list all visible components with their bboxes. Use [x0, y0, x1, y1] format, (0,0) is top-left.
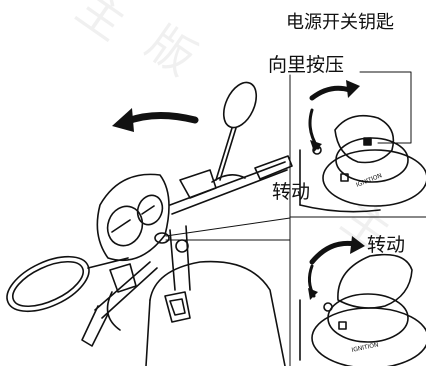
brake-lever	[211, 174, 246, 183]
tachometer	[136, 194, 164, 226]
handlebar-right	[169, 161, 286, 206]
ignition-marking-lower: IGNITION	[351, 341, 379, 354]
ignition-marking-upper: IGNITION	[355, 172, 383, 189]
handlebar-left	[94, 261, 151, 311]
turn-callout-lower: 转动	[367, 234, 406, 256]
right-grip	[254, 155, 293, 180]
left-grip	[81, 305, 109, 347]
lower-inset	[299, 236, 426, 366]
leader-line-upper	[165, 217, 291, 237]
key-marker	[363, 137, 372, 146]
off-symbol	[312, 145, 322, 155]
right-mirror	[222, 81, 258, 129]
fuel-tank	[149, 260, 286, 366]
curved-arrow-left-icon	[121, 111, 199, 126]
left-mirror	[6, 255, 90, 313]
rotate-arrow-icon-lower	[309, 240, 358, 265]
key-callout-line	[359, 71, 412, 144]
motorcycle-front	[6, 81, 293, 366]
lock-symbol-icon-lower	[338, 321, 347, 330]
fuel-cap	[164, 291, 191, 323]
lock-symbol-icon	[340, 173, 349, 182]
ignition-key-turned	[337, 253, 413, 309]
push-in-callout: 向里按压	[268, 54, 345, 76]
ignition-key	[334, 114, 395, 164]
ignition-location	[154, 232, 170, 244]
turn-callout-upper: 转动	[272, 181, 311, 203]
instrument-cluster	[96, 173, 170, 262]
speedometer	[106, 205, 144, 247]
upper-inset	[299, 80, 426, 213]
rotate-arrow-icon	[309, 85, 353, 101]
right-mirror-stem	[215, 127, 233, 181]
ignition-key-callout: 电源开关钥匙	[286, 12, 394, 33]
